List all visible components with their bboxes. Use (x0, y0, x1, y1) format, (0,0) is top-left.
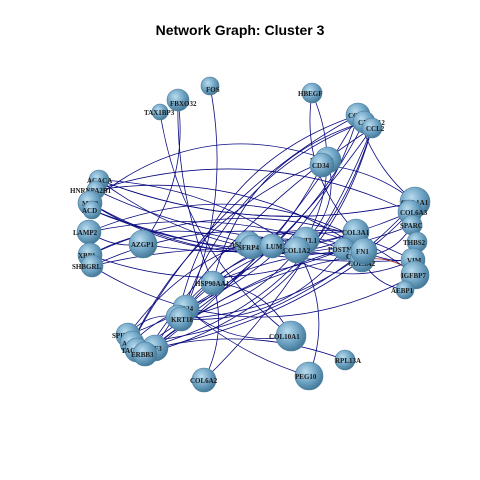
node-label-peg10: PEG10 (295, 373, 317, 381)
node-lamp2[interactable]: LAMP2 (73, 219, 102, 245)
node-label-col1a2: COL1A2 (283, 247, 311, 255)
node-label-krt18: KRT18 (171, 316, 193, 324)
node-label-col10a1: COL10A1 (269, 333, 300, 341)
edge-ccl21-krt8 (177, 114, 359, 318)
node-circle-fos[interactable] (200, 76, 220, 96)
node-label-acd: ACD (82, 207, 97, 215)
node-circle-azgp1[interactable] (128, 229, 158, 259)
node-circle-hbegf[interactable] (301, 82, 323, 104)
node-tax1bp3[interactable]: TAX1BP3 (144, 103, 175, 121)
edge-fos-cd24 (185, 85, 218, 309)
node-circle-rpl13a[interactable] (334, 349, 356, 371)
node-circle-erbb3[interactable] (132, 341, 158, 367)
edge-postn-erbb3 (144, 248, 345, 355)
node-erbb3[interactable]: ERBB3 (131, 341, 158, 367)
node-rpl13a[interactable]: RPL13A (334, 349, 361, 371)
node-label-col6a3: COL6A3 (400, 209, 428, 217)
node-circle-krt18[interactable] (168, 306, 194, 332)
edge-shbgrl-igfbp7 (91, 265, 416, 318)
node-label-tax1bp3: TAX1BP3 (144, 109, 175, 117)
node-label-postn: POSTN (328, 246, 351, 254)
node-label-lum: LUM (266, 243, 283, 251)
node-circle-lum[interactable] (259, 233, 285, 259)
node-label-sparc: SPARC (400, 222, 423, 230)
node-circle-cd34[interactable] (309, 152, 335, 178)
node-label-rpl13a: RPL13A (335, 357, 361, 365)
node-sfrp4[interactable]: SFRP4 (238, 234, 265, 260)
nodes-layer: FOSFBXO32TAX1BP3HBEGFCCL21CXCL12CCL2PTGD… (70, 76, 431, 393)
node-shbgrl[interactable]: SHBGRL (72, 254, 104, 278)
node-ccl2[interactable]: CCL2 (361, 117, 385, 139)
edge-erbb3-col5a1 (144, 255, 361, 355)
edge-spint2-col3a1 (127, 230, 357, 336)
edge-fbxo32-azgp1 (142, 99, 181, 245)
node-circle-col10a1[interactable] (275, 320, 307, 352)
node-acd[interactable]: ACD (82, 200, 102, 220)
node-circle-col6a2[interactable] (191, 367, 217, 393)
node-label-thbs2: THBS2 (403, 239, 426, 247)
node-circle-acd[interactable] (82, 200, 102, 220)
node-label-hbegf: HBEGF (298, 90, 323, 98)
node-circle-peg10[interactable] (294, 361, 324, 391)
edge-mgp-ptgds (89, 143, 329, 204)
node-peg10[interactable]: PEG10 (294, 361, 324, 391)
node-circle-tax1bp3[interactable] (151, 103, 169, 121)
edge-col6a3-hnrnpa2b1 (95, 168, 411, 213)
node-label-acaca: ACACA (87, 177, 112, 185)
edge-ccl21-agr2 (131, 114, 359, 344)
node-label-igfbp7: IGFBP7 (401, 272, 426, 280)
edge-lamp2-col5a1 (88, 221, 361, 257)
node-label-hsp90aa1: HSP90AA1 (195, 280, 230, 288)
node-krt18[interactable]: KRT18 (168, 306, 194, 332)
node-col10a1[interactable]: COL10A1 (269, 320, 307, 352)
edge-xbp1-sfrp4 (89, 230, 253, 256)
node-label-lamp2: LAMP2 (73, 229, 98, 237)
edge-shbgrl-fn1 (91, 230, 365, 267)
edge-hnrnpa2b1-fn1 (95, 184, 365, 252)
plot-title: Network Graph: Cluster 3 (155, 22, 325, 38)
node-label-azgp1: AZGP1 (131, 241, 154, 249)
node-circle-ccl2[interactable] (361, 117, 383, 139)
node-label-aspn: ASPN (230, 241, 248, 249)
node-lum[interactable]: LUM (259, 233, 285, 259)
node-fos[interactable]: FOS (200, 76, 220, 96)
node-aebp1[interactable]: AEBP1 (391, 280, 415, 300)
node-label-col6a2: COL6A2 (190, 377, 218, 385)
node-label-fbxo32: FBXO32 (170, 100, 197, 108)
edge-erbb3-ccl2 (144, 127, 373, 355)
node-azgp1[interactable]: AZGP1 (128, 229, 158, 259)
node-label-ccl2: CCL2 (366, 125, 385, 133)
node-label-sfrp4: SFRP4 (238, 244, 260, 252)
edge-agr2-col1a1 (131, 201, 416, 344)
edge-cd24-peg10 (185, 307, 310, 377)
edge-cxcl12-krt18 (180, 121, 365, 320)
node-label-erbb3: ERBB3 (131, 351, 154, 359)
node-label-aebp1: AEBP1 (391, 287, 414, 295)
node-circle-fn1[interactable] (350, 237, 378, 265)
node-hbegf[interactable]: HBEGF (298, 82, 323, 104)
edge-fn1-acaca (98, 179, 365, 255)
node-circle-aebp1[interactable] (395, 280, 415, 300)
node-fbxo32[interactable]: FBXO32 (166, 88, 197, 112)
edge-krt18-col6a3 (180, 211, 411, 320)
edge-col1a1-acaca (98, 179, 416, 217)
node-label-shbgrl: SHBGRL (72, 263, 102, 271)
node-circle-fbxo32[interactable] (166, 88, 190, 112)
node-circle-hsp90aa1[interactable] (200, 270, 226, 296)
node-hsp90aa1[interactable]: HSP90AA1 (195, 270, 230, 296)
node-label-cd34: CD34 (312, 162, 330, 170)
node-col1a2[interactable]: COL1A2 (283, 236, 311, 264)
node-fn1[interactable]: FN1 (350, 237, 378, 265)
node-col6a2[interactable]: COL6A2 (190, 367, 218, 393)
node-circle-shbgrl[interactable] (80, 254, 104, 278)
edge-peg10-col1a2 (296, 249, 320, 377)
node-label-fos: FOS (206, 86, 220, 94)
node-label-col3a1: COL3A1 (342, 229, 370, 237)
node-circle-col1a2[interactable] (283, 236, 311, 264)
node-cd34[interactable]: CD34 (309, 152, 335, 178)
node-label-fn1: FN1 (356, 248, 369, 256)
